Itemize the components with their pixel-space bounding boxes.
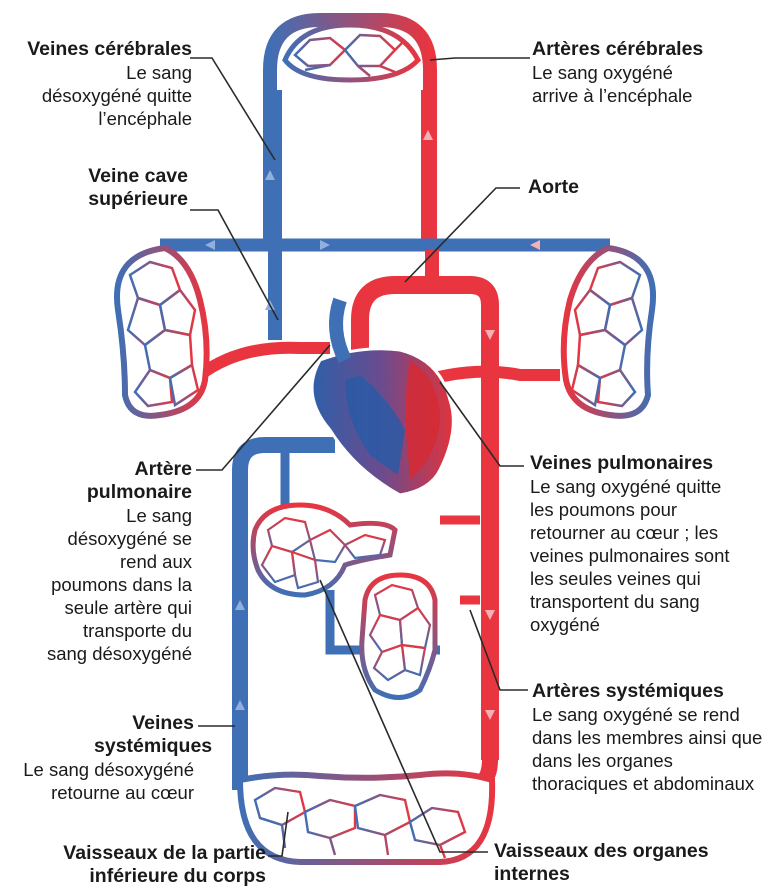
veines-cerebrales-title: Veines cérébrales [6, 38, 192, 61]
arteres-cerebrales-title: Artères cérébrales [532, 38, 732, 61]
label-aorte: Aorte [528, 176, 628, 199]
left-capillary-bed [117, 248, 207, 416]
artere-pulmonaire-desc: Le sang désoxygéné se rend aux poumons d… [42, 504, 192, 665]
label-arteres-cerebrales: Artères cérébrales Le sang oxygéné arriv… [532, 38, 732, 107]
label-vaisseaux-organes: Vaisseaux des organes internes [494, 840, 766, 886]
vaisseaux-inferieurs-title: Vaisseaux de la partie inférieure du cor… [56, 842, 266, 888]
veines-pulmonaires-desc: Le sang oxygéné quitte les poumons pour … [530, 475, 730, 636]
arm-artery-line [300, 258, 470, 262]
veines-systemiques-desc: Le sang désoxygéné retourne au cœur [6, 758, 194, 804]
arteres-systemiques-desc: Le sang oxygéné se rend dans les membres… [532, 703, 764, 795]
artere-pulmonaire-title: Artère pulmonaire [82, 458, 192, 504]
veines-systemiques-title: Veines systémiques [94, 712, 194, 758]
aorte-title: Aorte [528, 176, 628, 199]
label-arteres-systemiques: Artères systémiques Le sang oxygéné se r… [532, 680, 764, 795]
pulmonary-vessel-left [200, 348, 330, 375]
label-veines-systemiques: Veines systémiques Le sang désoxygéné re… [6, 712, 194, 804]
cerebral-capillaries [270, 20, 430, 250]
heart [312, 300, 453, 495]
veine-cave-title: Veine cave supérieure [60, 165, 188, 211]
arteres-cerebrales-desc: Le sang oxygéné arrive à l’encéphale [532, 61, 697, 107]
label-vaisseaux-inferieurs: Vaisseaux de la partie inférieure du cor… [56, 842, 266, 888]
label-artere-pulmonaire: Artère pulmonaire Le sang désoxygéné se … [20, 458, 192, 665]
lower-body-capillary-bed [240, 773, 492, 862]
label-veines-cerebrales: Veines cérébrales Le sang désoxygéné qui… [6, 38, 192, 130]
organ-capillary-bed-lower [362, 575, 435, 698]
label-veines-pulmonaires: Veines pulmonaires Le sang oxygéné quitt… [530, 452, 745, 636]
label-veine-cave: Veine cave supérieure [60, 165, 188, 211]
vaisseaux-organes-title: Vaisseaux des organes internes [494, 840, 766, 886]
veines-pulmonaires-title: Veines pulmonaires [530, 452, 745, 475]
arteres-systemiques-title: Artères systémiques [532, 680, 764, 703]
right-capillary-bed [564, 248, 653, 416]
veines-cerebrales-desc: Le sang désoxygéné quitte l’encéphale [22, 61, 192, 130]
